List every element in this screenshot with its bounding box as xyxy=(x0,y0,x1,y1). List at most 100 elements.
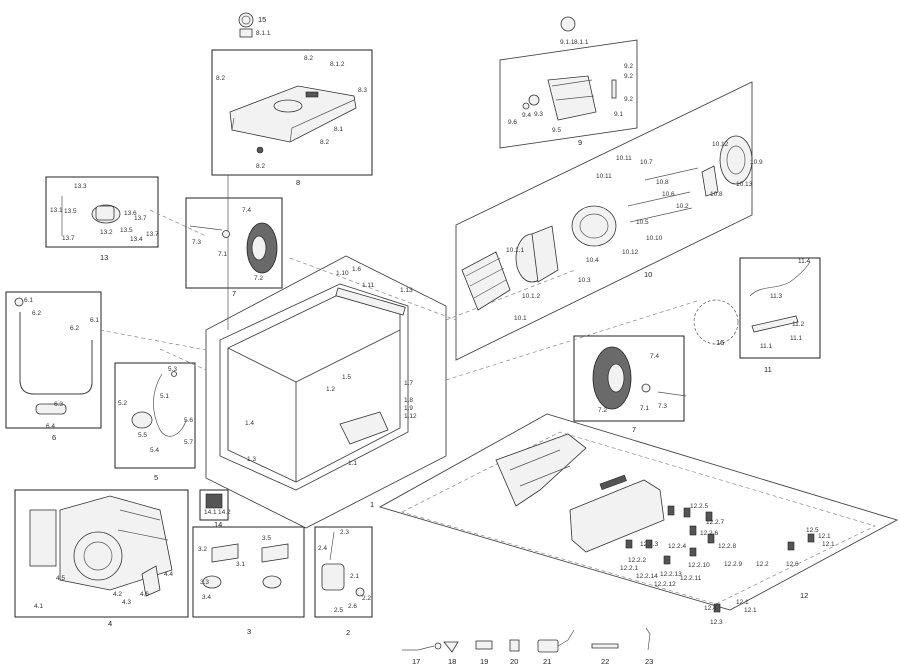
wiring-harness xyxy=(693,261,811,345)
group-label: 5 xyxy=(154,473,158,482)
part-label: 10.12 xyxy=(622,249,639,256)
group-label: 18 xyxy=(448,657,456,666)
part-label: 9.2 xyxy=(624,96,633,103)
part-label: 3.4 xyxy=(202,594,211,601)
part-label: 5.2 xyxy=(118,400,127,407)
part-label: 12.2.11 xyxy=(680,575,702,582)
part-label: 10.11 xyxy=(616,155,632,162)
box-wheel-right xyxy=(573,335,685,422)
leader-line xyxy=(149,209,207,237)
part-label: 10.8 xyxy=(710,191,723,198)
part-label: 7.4 xyxy=(242,207,251,214)
part-label: 2.5 xyxy=(334,607,343,614)
group-label: 14 xyxy=(214,520,222,529)
part-label: 8.2 xyxy=(320,139,329,146)
part-label: 12.2 xyxy=(756,561,769,568)
part-label: 9.1.1 xyxy=(560,39,575,46)
part-label: 2.1 xyxy=(350,573,359,580)
fuel-tank xyxy=(229,85,357,154)
part-label: 5.5 xyxy=(138,432,147,439)
group-label: 2 xyxy=(346,628,350,637)
part-label: 10.3 xyxy=(578,277,591,284)
box-handle xyxy=(5,291,102,429)
part-label: 13.7 xyxy=(134,215,147,222)
part-label: 6.2 xyxy=(32,310,41,317)
leader-line xyxy=(99,329,207,351)
part-label: 5.1 xyxy=(160,393,169,400)
part-label: 12.4 xyxy=(704,605,717,612)
part-label: 12.3 xyxy=(710,619,723,626)
part-label: 10.13 xyxy=(736,181,753,188)
part-label: 10.12 xyxy=(712,141,729,148)
part-label: 5.4 xyxy=(150,447,159,454)
part-label: 12.2.6 xyxy=(700,530,718,537)
part-label: 2.6 xyxy=(348,603,357,610)
part-label: 12.2.7 xyxy=(706,519,724,526)
part-label: 10.5 xyxy=(636,219,649,226)
part-label: 11.4 xyxy=(798,258,811,265)
part-label: 3.5 xyxy=(262,535,271,542)
group-label: 11 xyxy=(764,365,772,374)
part-label: 6.3 xyxy=(54,401,63,408)
part-label: 1.4 xyxy=(245,420,254,427)
part-label: 10.7 xyxy=(640,159,653,166)
group-label: 9 xyxy=(578,138,582,147)
part-label: 8.2 xyxy=(304,55,313,62)
box-fuel-tap xyxy=(314,526,373,618)
part-label: 1.9 xyxy=(404,405,413,412)
part-label: 12.2.8 xyxy=(718,543,736,550)
part-label: 9.4 xyxy=(522,112,531,119)
part-label: 12.1 xyxy=(736,599,749,606)
wheel-right xyxy=(592,346,687,410)
engine xyxy=(29,495,173,597)
wheel-left xyxy=(189,222,278,274)
part-label: 12.2.1 xyxy=(620,565,638,572)
part-label: 9.5 xyxy=(552,127,561,134)
fuel-tap xyxy=(321,531,365,597)
part-label: 10.1 xyxy=(514,315,527,322)
part-label: 12.2.14 xyxy=(636,573,658,580)
part-label: 4.1 xyxy=(34,603,43,610)
alternator xyxy=(461,135,753,311)
fuel-cap xyxy=(238,12,254,38)
part-label: 12.6 xyxy=(786,561,799,568)
part-label: 12.1 xyxy=(818,533,831,540)
part-label: 4.4 xyxy=(164,571,173,578)
starter xyxy=(61,196,121,236)
part-label: 13.7 xyxy=(146,231,159,238)
group-label: 15 xyxy=(258,15,266,24)
main-frame xyxy=(219,283,409,491)
part-label: 4.2 xyxy=(113,591,122,598)
part-label: 1.2 xyxy=(326,386,335,393)
part-label: 7.2 xyxy=(254,275,263,282)
frame-control-inner xyxy=(401,431,876,605)
group-label: 20 xyxy=(510,657,518,666)
part-label: 1.13 xyxy=(400,287,413,294)
part-label: 10.1.2 xyxy=(522,293,540,300)
part-label: 7.1 xyxy=(640,405,649,412)
part-label: 9.2 xyxy=(624,63,633,70)
part-label: 6.1 xyxy=(90,317,99,324)
part-label: 12.1 xyxy=(822,541,835,548)
group-label: 22 xyxy=(601,657,609,666)
part-label: 5.6 xyxy=(184,417,193,424)
part-label: 5.3 xyxy=(168,366,177,373)
leader-line xyxy=(289,257,457,321)
part-label: 14.1 xyxy=(204,509,217,516)
part-label: 6.4 xyxy=(46,423,55,430)
part-label: 12.2.9 xyxy=(724,561,742,568)
part-label: 1.1 xyxy=(348,460,357,467)
part-label: 9.1 xyxy=(614,111,623,118)
leader-line xyxy=(445,299,701,381)
part-label: 12.2.3 xyxy=(640,541,658,548)
group-label: 10 xyxy=(644,270,652,279)
part-label: 4.3 xyxy=(122,599,131,606)
part-label: 14.2 xyxy=(218,509,231,516)
frame-main xyxy=(205,255,447,529)
part-label: 13.3 xyxy=(74,183,87,190)
box-wheel-left xyxy=(185,197,283,289)
group-label: 16 xyxy=(716,338,724,347)
part-label: 13.5 xyxy=(120,227,133,234)
part-label: 10.4 xyxy=(586,257,599,264)
